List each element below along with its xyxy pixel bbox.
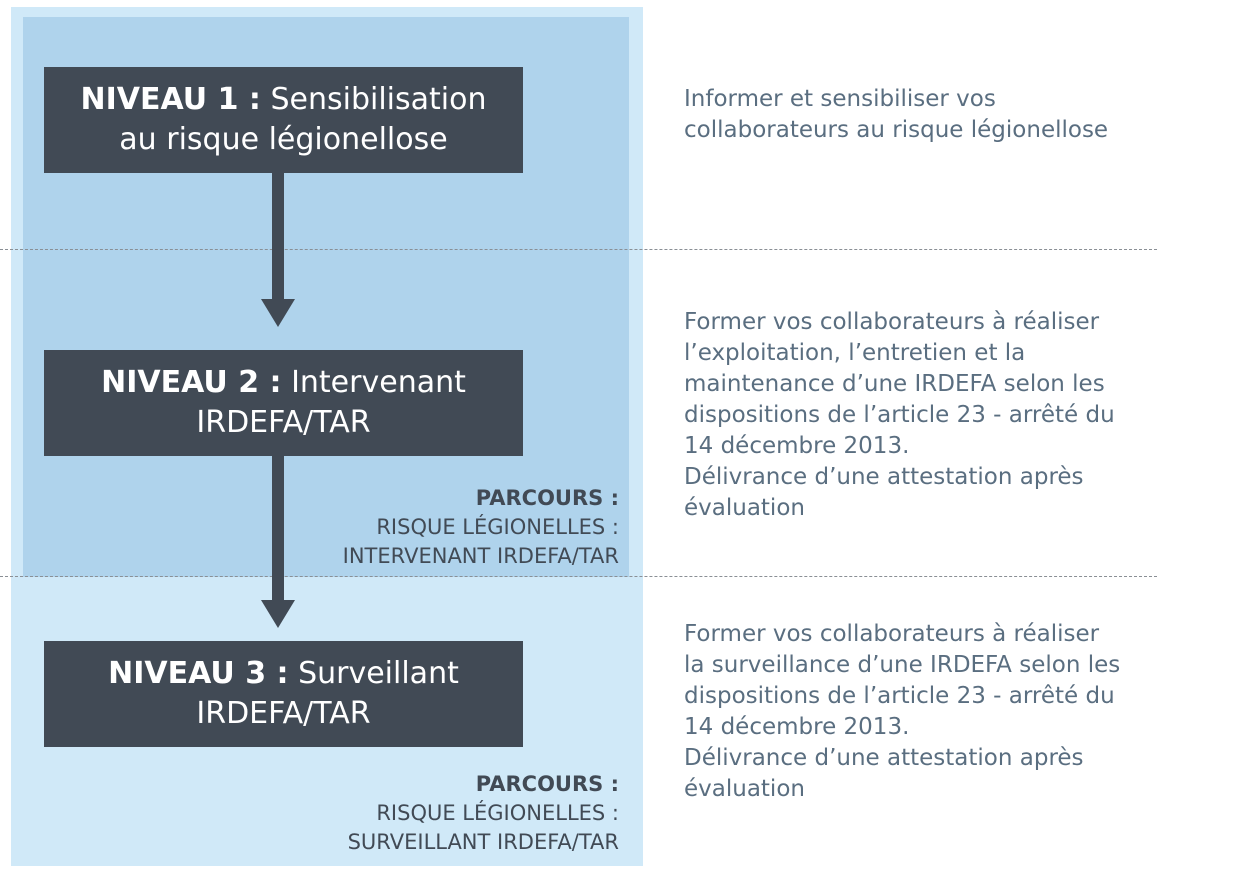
connector-1-2 [272,173,284,301]
level-2-subtitle-line1: Intervenant [291,365,466,400]
description-line: la surveillance d’une IRDEFA selon les [684,652,1121,678]
level-1-description: Informer et sensibiliser vos collaborate… [684,84,1154,146]
parcours-level-2: PARCOURS : RISQUE LÉGIONELLES : INTERVEN… [343,484,619,571]
description-line: 14 décembre 2013. [684,433,910,459]
level-3-description: Former vos collaborateurs à réaliser la … [684,619,1154,805]
divider-2 [0,576,1157,577]
divider-1 [0,249,1157,250]
level-2-description: Former vos collaborateurs à réaliser l’e… [684,307,1154,524]
connector-2-3 [272,456,284,602]
parcours-line: INTERVENANT IRDEFA/TAR [342,544,619,568]
description-line: maintenance d’une IRDEFA selon les [684,371,1105,397]
description-line: Former vos collaborateurs à réaliser [684,621,1100,647]
level-3-title: NIVEAU 3 : [108,656,289,691]
level-2-title: NIVEAU 2 : [101,365,282,400]
parcours-title: PARCOURS : [475,486,619,510]
description-line: collaborateurs au risque légionellose [684,117,1109,143]
arrow-down-icon [261,299,295,327]
description-line: Délivrance d’une attestation après [684,745,1084,771]
arrow-down-icon [261,600,295,628]
level-1-subtitle-line1: Sensibilisation [270,82,487,117]
description-line: évaluation [684,495,805,521]
parcours-level-3: PARCOURS : RISQUE LÉGIONELLES : SURVEILL… [348,770,619,857]
level-1-title: NIVEAU 1 : [80,82,261,117]
parcours-line: RISQUE LÉGIONELLES : [376,515,619,539]
level-2-heading: NIVEAU 2 : Intervenant [101,363,466,403]
description-line: 14 décembre 2013. [684,714,910,740]
level-3-subtitle-line2: IRDEFA/TAR [196,696,371,731]
level-1-box: NIVEAU 1 : Sensibilisation au risque lég… [44,67,523,173]
description-line: Informer et sensibiliser vos [684,86,996,112]
parcours-line: SURVEILLANT IRDEFA/TAR [347,830,619,854]
description-line: évaluation [684,776,805,802]
level-1-heading: NIVEAU 1 : Sensibilisation [81,80,487,120]
level-1-subtitle-line2: au risque légionellose [119,122,448,157]
description-line: l’exploitation, l’entretien et la [684,340,1026,366]
description-line: dispositions de l’article 23 - arrêté du [684,683,1115,709]
parcours-title: PARCOURS : [475,772,619,796]
level-2-box: NIVEAU 2 : Intervenant IRDEFA/TAR [44,350,523,456]
level-3-box: NIVEAU 3 : Surveillant IRDEFA/TAR [44,641,523,747]
description-line: Délivrance d’une attestation après [684,464,1084,490]
level-3-subtitle-line1: Surveillant [298,656,459,691]
level-3-heading: NIVEAU 3 : Surveillant [108,654,459,694]
description-line: Former vos collaborateurs à réaliser [684,309,1100,335]
parcours-line: RISQUE LÉGIONELLES : [376,801,619,825]
description-line: dispositions de l’article 23 - arrêté du [684,402,1115,428]
level-2-subtitle-line2: IRDEFA/TAR [196,405,371,440]
